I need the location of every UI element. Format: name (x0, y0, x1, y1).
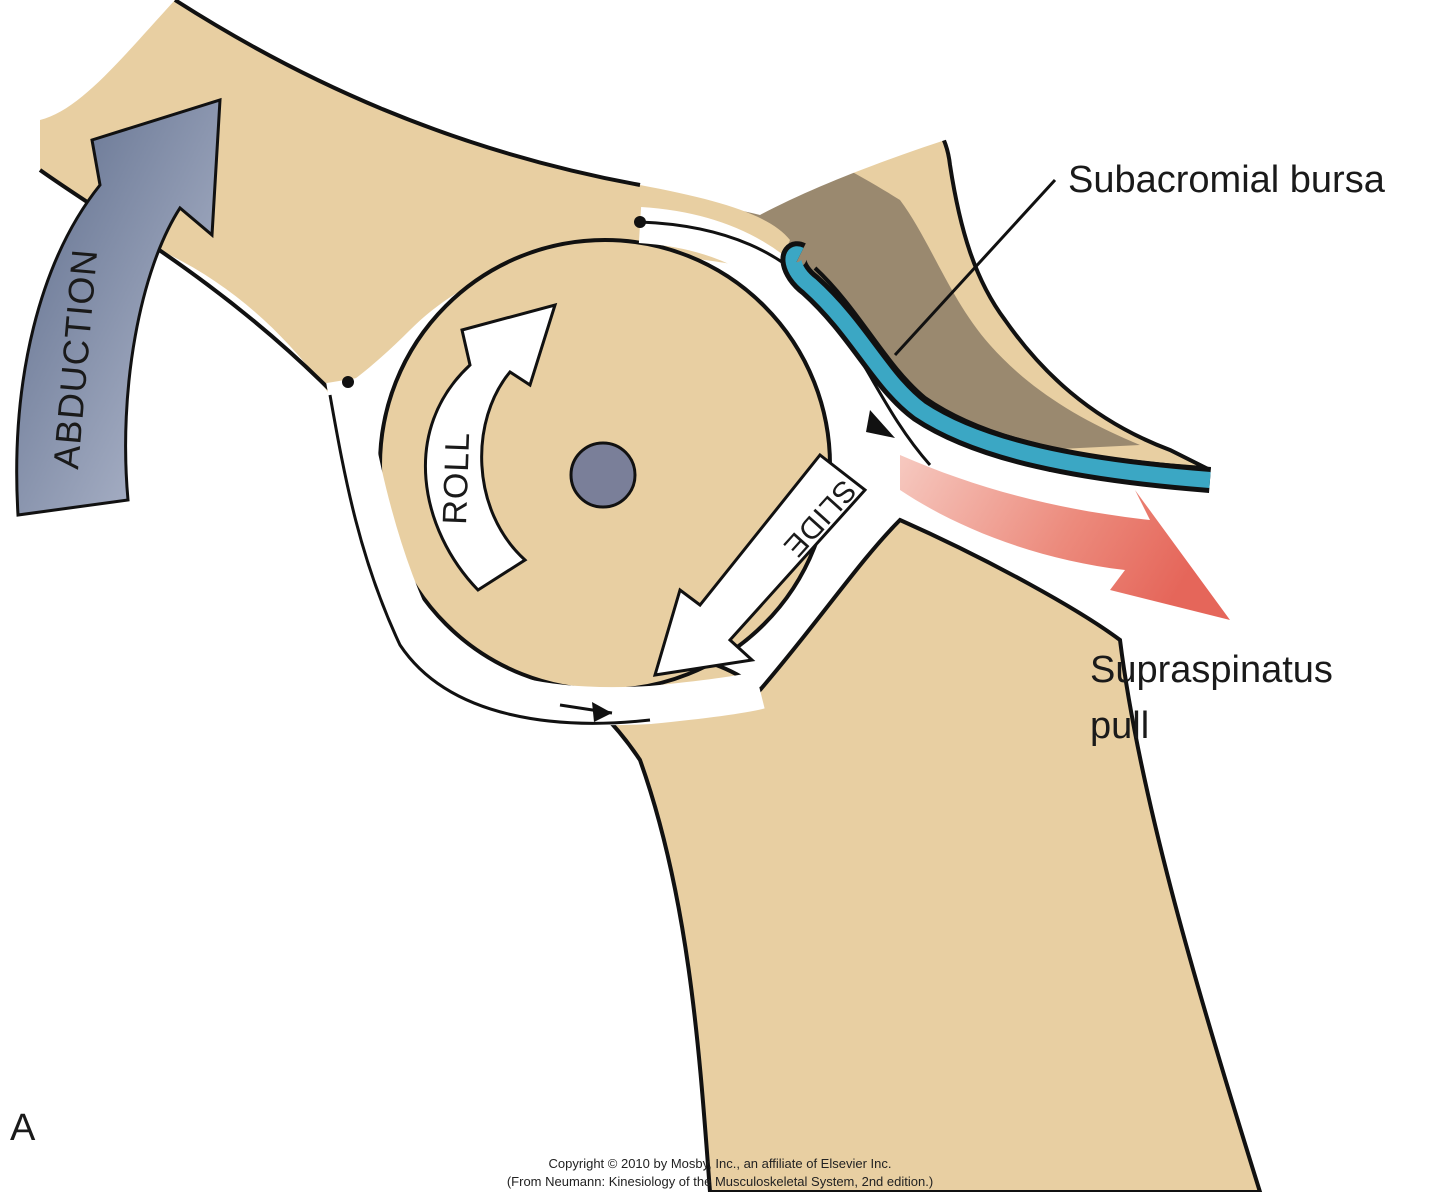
inferior-capsule-edge (328, 394, 651, 725)
superior-capsule-arrowhead (866, 410, 895, 438)
humerus-outline-bottom (38, 168, 332, 392)
slide-arrow (652, 452, 868, 677)
roll-arrow-label: ROLL (436, 431, 477, 525)
subacromial-bursa-label: Subacromial bursa (1068, 159, 1386, 201)
humerus-shaft (40, 0, 790, 395)
copyright-line: Copyright © 2010 by Mosby, Inc., an affi… (549, 1156, 892, 1171)
inferior-capsule-anchor (342, 376, 354, 388)
humerus-outline-top (173, 0, 641, 187)
inferior-capsule-arrowhead (592, 702, 612, 722)
supraspinatus-label-line1: Supraspinatus (1090, 649, 1333, 691)
acromion-shadow (650, 129, 1140, 450)
source-line: (From Neumann: Kinesiology of the Muscul… (507, 1174, 933, 1189)
axis-of-rotation (569, 441, 637, 509)
supraspinatus-arrow (900, 455, 1230, 620)
subacromial-bursa-leader (893, 178, 1057, 357)
inferior-capsule (326, 376, 765, 726)
subacromial-bursa-fill (785, 246, 1211, 488)
subacromial-bursa-inner (813, 266, 1206, 470)
supraspinatus-label-line2: pull (1090, 705, 1149, 747)
roll-arrow (424, 302, 558, 592)
superior-capsule-anchor (634, 216, 646, 228)
abduction-arrow (15, 97, 222, 517)
panel-label: A (10, 1107, 36, 1149)
